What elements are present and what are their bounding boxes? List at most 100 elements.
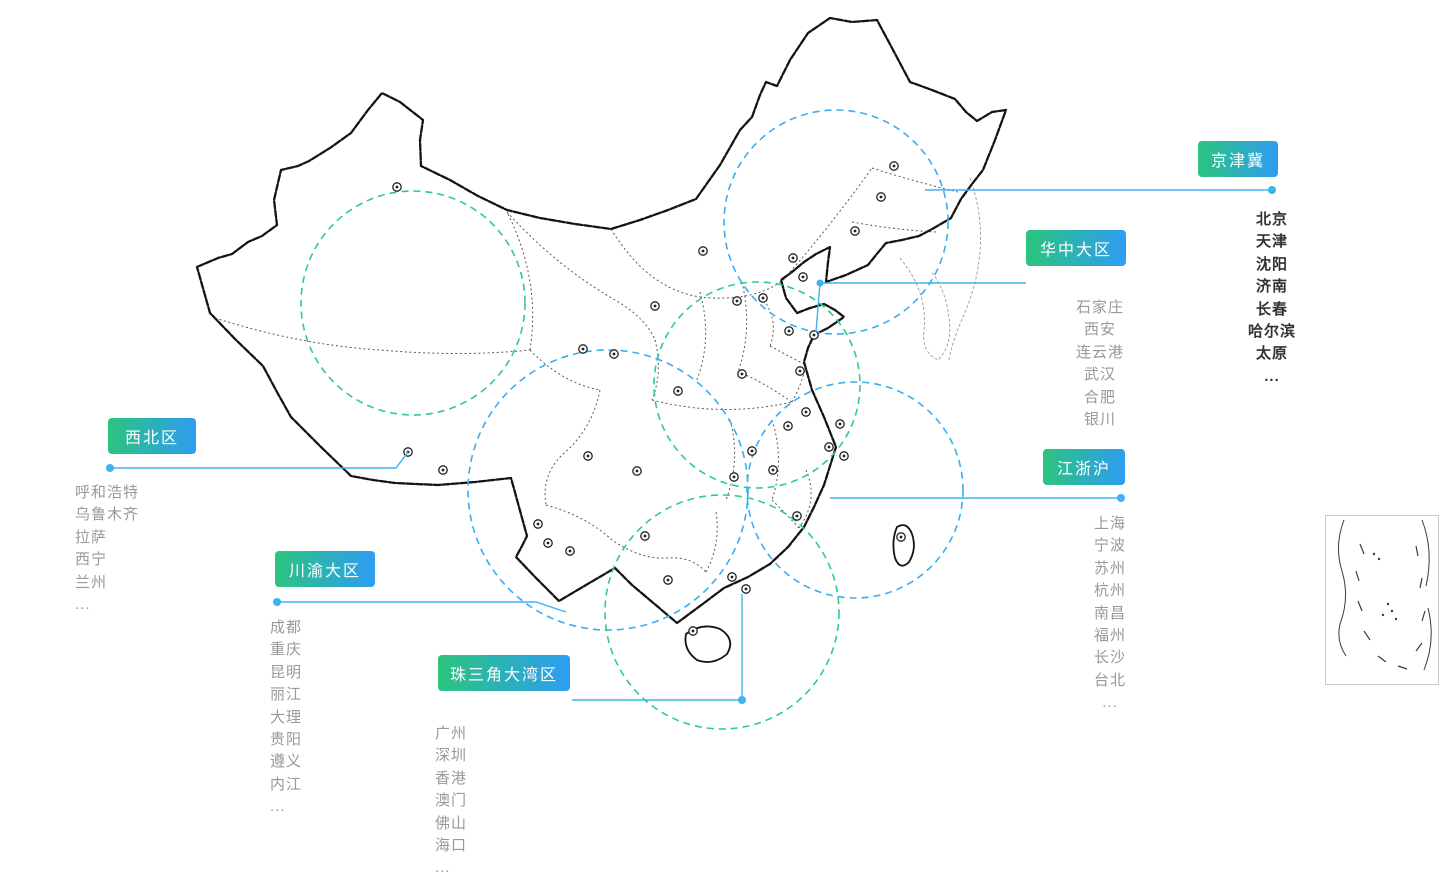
city-marker [784,326,794,336]
city-item: 呼和浩特 [75,484,140,501]
city-marker [673,386,683,396]
city-item: 济南 [1255,278,1288,296]
city-item: 苏州 [1093,559,1126,577]
hainan-island [684,625,732,663]
city-marker [783,421,793,431]
city-item: 昆明 [270,663,303,681]
city-marker [792,511,802,521]
connector-dot-xibei [106,464,114,472]
region-circle-northwest [300,190,526,416]
city-marker [747,446,757,456]
city-marker [438,465,448,475]
city-marker [565,546,575,556]
city-item: 连云港 [1075,343,1124,361]
region-badge-xibei[interactable]: 西北区 [108,418,196,454]
city-marker [632,466,642,476]
korea-coastline [899,257,951,361]
city-marker [698,246,708,256]
region-circle-jiangzhehu [746,381,964,599]
region-circle-chuanyu [467,349,749,631]
connector-dot-jiangzhehu [1117,494,1125,502]
city-marker [732,296,742,306]
nine-dash-line [1355,543,1426,670]
city-item: 内江 [270,775,303,793]
province-borders [214,167,959,573]
city-item: 哈尔滨 [1247,323,1296,341]
city-item: 深圳 [435,747,468,765]
city-item: 拉萨 [75,528,108,546]
connector-dot-jingjinji [1268,186,1276,194]
city-marker [543,538,553,548]
region-circle-zhusanjiao [604,494,840,730]
city-item: 香港 [435,769,468,787]
city-item: 合肥 [1083,388,1116,406]
city-item: 银川 [1083,411,1116,429]
city-item: 遵义 [270,753,303,771]
city-list-zhusanjiao: 广州深圳香港澳门佛山海口... [435,723,545,880]
city-marker [533,519,543,529]
city-item: 福州 [1093,627,1126,645]
city-list-jiangzhehu: 上海宁波苏州杭州南昌福州长沙台北... [1060,513,1160,715]
connector-dot-zhusanjiao [738,696,746,704]
city-item: 宁波 [1093,537,1126,555]
city-marker [392,182,402,192]
city-marker [798,272,808,282]
city-marker [768,465,778,475]
city-item: 丽江 [270,686,303,704]
city-marker [824,442,834,452]
city-marker [788,253,798,263]
city-list-huazhong: 石家庄西安连云港武汉合肥银川 [1050,297,1150,431]
city-item: 兰州 [75,573,108,591]
city-marker [729,472,739,482]
region-circle-huazhong [653,281,861,489]
city-marker [663,575,673,585]
city-item: 西宁 [75,551,108,569]
region-badge-jingjinji[interactable]: 京津冀 [1198,141,1278,177]
city-item: ... [1264,367,1280,385]
city-marker [835,419,845,429]
city-marker [889,161,899,171]
city-marker [839,451,849,461]
connector-xibei [110,451,409,469]
region-badge-jiangzhehu[interactable]: 江浙沪 [1043,449,1125,485]
city-marker [896,532,906,542]
region-badge-zhusanjiao[interactable]: 珠三角大湾区 [438,655,570,691]
city-item: 沈阳 [1255,255,1288,273]
city-marker [688,626,698,636]
city-item: 长春 [1255,300,1288,318]
russia-coastline [948,177,981,361]
city-marker [727,572,737,582]
connector-dot-huazhong [816,279,824,287]
city-list-chuanyu: 成都重庆昆明丽江大理贵阳遵义内江... [270,617,380,819]
city-item: 石家庄 [1075,299,1124,316]
city-marker [809,330,819,340]
city-item: 佛山 [435,814,468,832]
city-marker [650,301,660,311]
city-item: 海口 [435,837,468,855]
city-item: 杭州 [1093,582,1126,600]
city-item: 南昌 [1093,604,1126,622]
city-item: 台北 [1093,671,1126,689]
region-badge-huazhong[interactable]: 华中大区 [1026,230,1126,266]
city-item: 太原 [1255,345,1288,363]
connector-zhusanjiao [572,594,743,701]
city-list-jingjinji: 北京天津沈阳济南长春哈尔滨太原... [1222,209,1322,388]
city-marker [758,293,768,303]
city-list-xibei: 呼和浩特乌鲁木齐拉萨西宁兰州... [75,482,205,616]
city-item: ... [1102,694,1118,712]
city-marker [850,226,860,236]
city-marker [795,366,805,376]
city-item: 上海 [1093,515,1126,532]
city-item: ... [270,798,286,816]
city-item: 北京 [1255,211,1288,228]
city-marker [801,407,811,417]
city-item: 西安 [1083,321,1116,339]
city-item: 澳门 [435,792,468,810]
city-item: ... [435,859,451,877]
city-marker [583,451,593,461]
region-badge-chuanyu[interactable]: 川渝大区 [275,551,375,587]
connector-dot-chuanyu [273,598,281,606]
inset-islands [1372,552,1398,621]
